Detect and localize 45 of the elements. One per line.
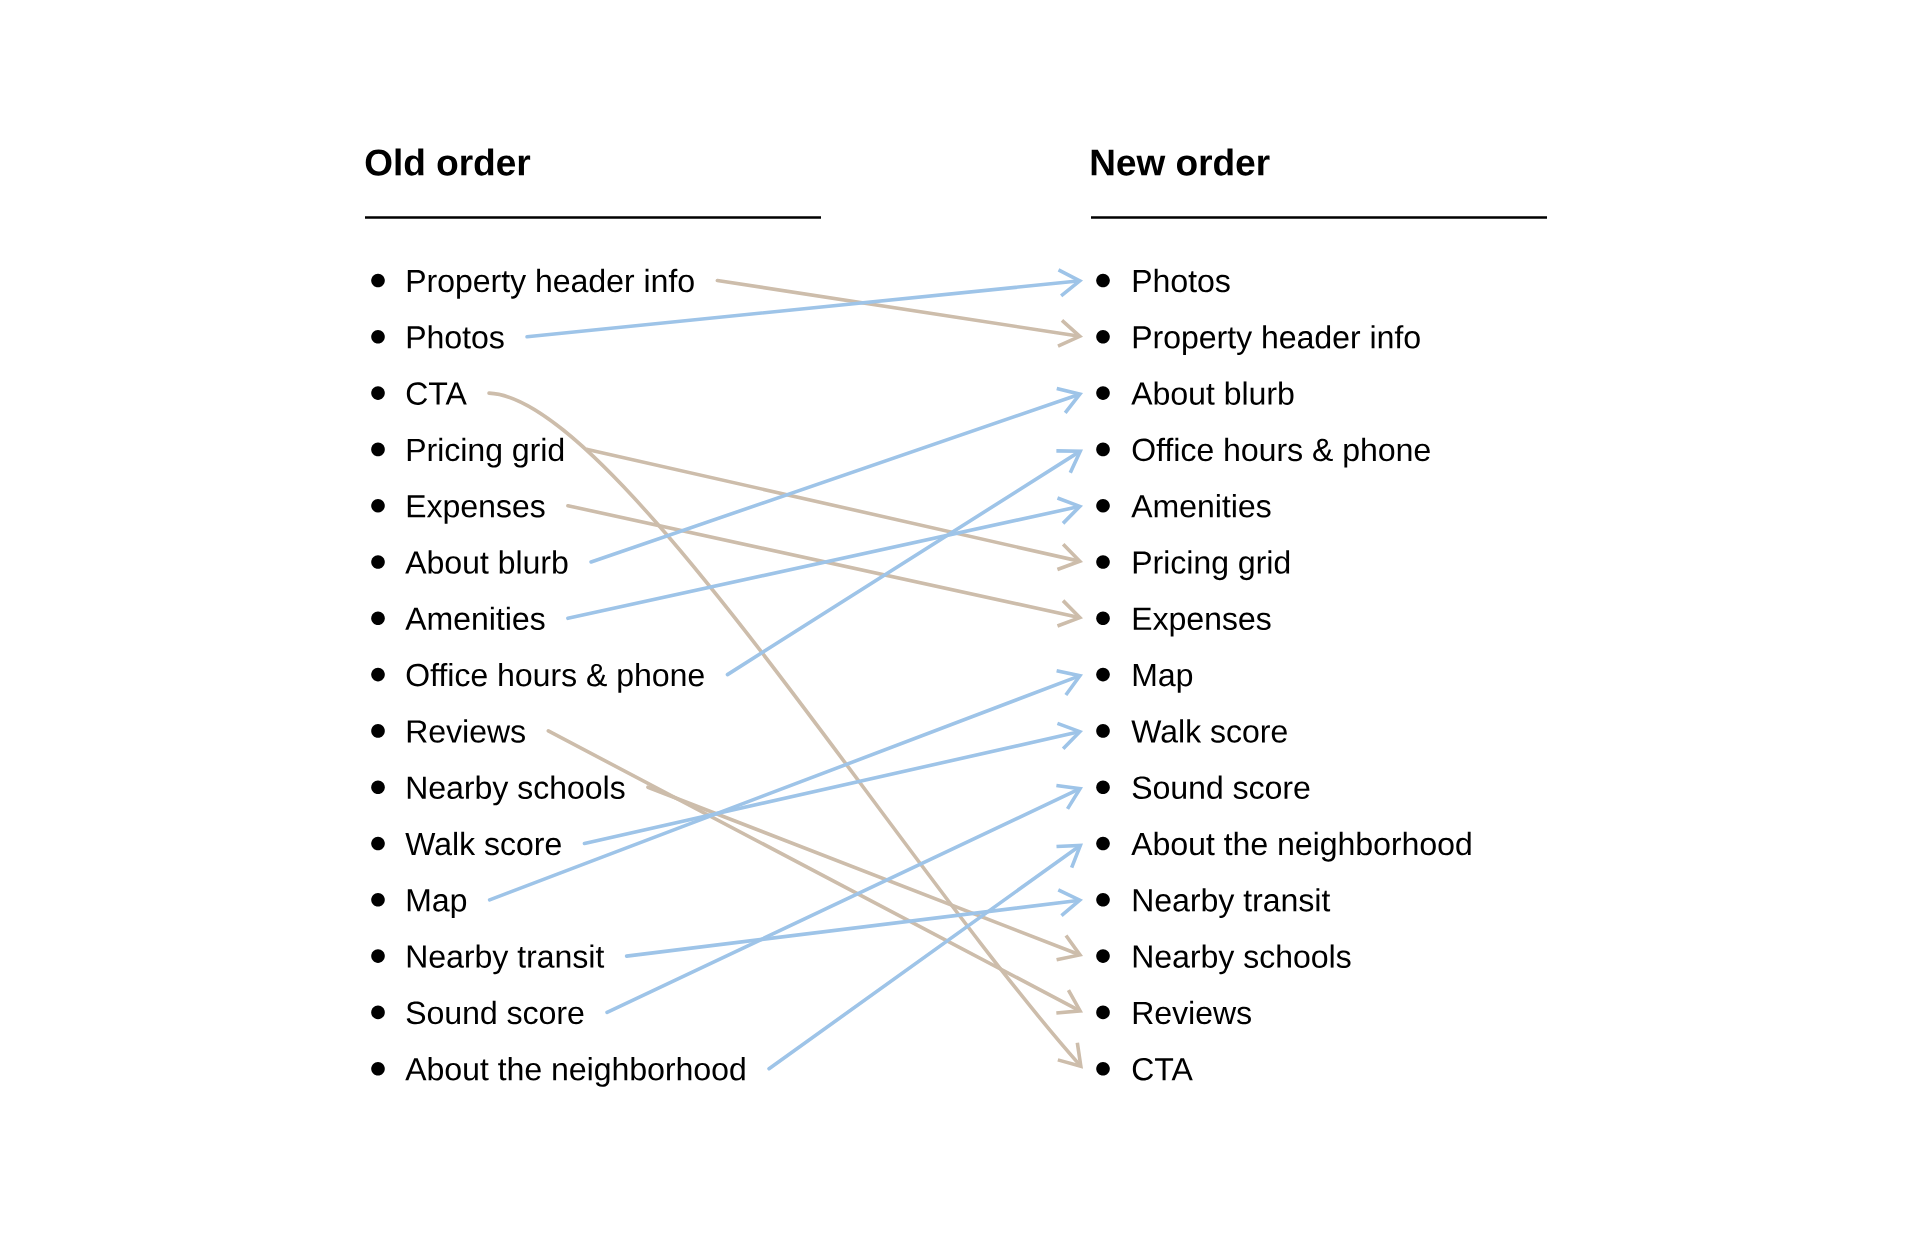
arrow (546, 729, 1083, 1015)
list-item: Reviews (407, 719, 525, 743)
list-item: Reviews (1133, 1000, 1251, 1025)
arrow (624, 888, 1083, 958)
list-item: Walk score (1131, 719, 1287, 743)
arrow (487, 391, 1083, 1069)
list-item: About the neighborhood (405, 1057, 745, 1087)
list-item: Amenities (405, 606, 545, 631)
column-heading: Old order (365, 148, 531, 176)
arrow (582, 721, 1083, 846)
list-item: Map (1133, 664, 1193, 693)
list-item: Map (407, 889, 467, 918)
list-item: Nearby schools (1133, 944, 1351, 975)
list-item: Property header info (1133, 325, 1420, 355)
arrow (646, 785, 1083, 962)
list-item: Pricing grid (407, 437, 564, 468)
list-item: Office hours & phone (406, 662, 704, 693)
list-item: CTA (1132, 1057, 1193, 1081)
arrow (715, 278, 1083, 348)
arrow (487, 668, 1083, 902)
list-item: Photos (1133, 268, 1230, 293)
list-item: Expenses (1133, 607, 1271, 637)
arrow (605, 783, 1083, 1015)
list-item: Amenities (1131, 494, 1271, 518)
list-item: CTA (406, 382, 467, 405)
arrow (767, 843, 1083, 1071)
list-item: Nearby transit (407, 944, 605, 975)
list-item: Nearby schools (407, 775, 625, 806)
list-item: Nearby transit (1133, 888, 1331, 918)
list-item: About blurb (1131, 381, 1294, 405)
arrow (725, 449, 1083, 677)
list-item: Photos (407, 325, 504, 349)
list-item: Walk score (405, 831, 561, 856)
list-item: About blurb (405, 550, 568, 574)
list-item: Office hours & phone (1132, 437, 1430, 468)
list-item: Sound score (406, 1000, 584, 1025)
list-item: About the neighborhood (1131, 831, 1471, 862)
list-item: Property header info (407, 268, 694, 299)
list-item: Pricing grid (1133, 550, 1290, 581)
column-heading: New order (1091, 148, 1270, 176)
list-item: Sound score (1132, 775, 1310, 799)
arrow (589, 386, 1083, 564)
arrow (585, 447, 1083, 572)
list-item: Expenses (407, 495, 545, 524)
arrow (525, 268, 1083, 339)
